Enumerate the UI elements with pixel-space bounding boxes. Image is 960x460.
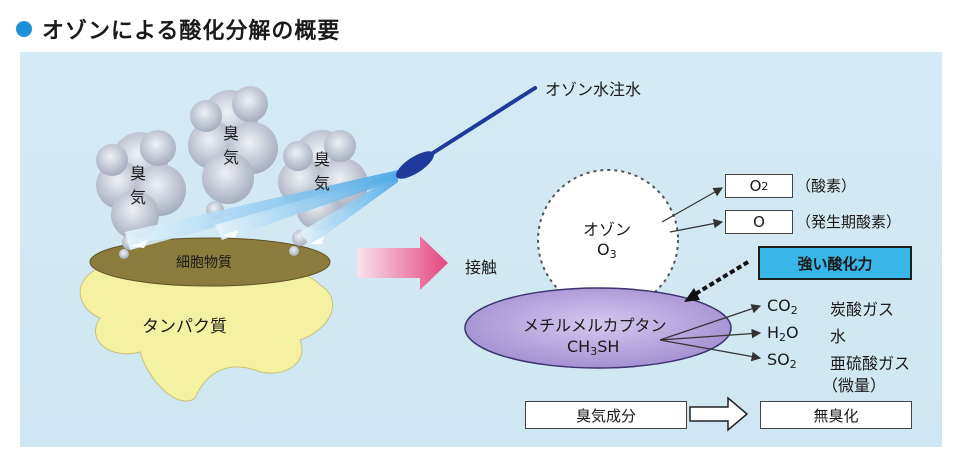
page-title: オゾンによる酸化分解の概要 xyxy=(42,19,341,44)
nascent-oxygen-box: O xyxy=(725,210,793,234)
so2-formula: SO2 xyxy=(767,350,797,371)
co2-name: 炭酸ガス xyxy=(830,300,895,319)
bullet-icon xyxy=(16,21,32,37)
ozone-formula: O3 xyxy=(597,240,617,261)
h2o-name: 水 xyxy=(830,327,847,346)
h2o-formula: H2O xyxy=(767,323,799,344)
nozzle-icon xyxy=(396,86,537,179)
result-arrow xyxy=(689,396,749,432)
title-row: オゾンによる酸化分解の概要 xyxy=(16,12,340,46)
odorless-box: 無臭化 xyxy=(760,401,912,429)
ozone-water-spray xyxy=(125,170,398,250)
oxidation-arrow xyxy=(690,260,750,298)
so2-note: （微量） xyxy=(822,376,887,395)
odor-label-2: 臭気 xyxy=(222,124,239,167)
odor-component-box: 臭気成分 xyxy=(525,401,687,429)
nascent-oxygen-desc: （発生期酸素） xyxy=(796,213,902,231)
ozone-circle xyxy=(537,169,679,311)
odor-label-1: 臭気 xyxy=(129,164,146,207)
so2-name: 亜硫酸ガス xyxy=(830,354,911,373)
methyl-mercaptan-formula: CH3SH xyxy=(567,337,620,358)
co2-formula: CO2 xyxy=(767,296,798,317)
oxygen-desc: （酸素） xyxy=(796,177,857,195)
methyl-mercaptan-ellipse xyxy=(464,287,732,369)
protein-label: タンパク質 xyxy=(142,317,227,337)
cell-substance-shape xyxy=(89,237,331,287)
ozone-name: オゾン xyxy=(583,220,632,239)
methyl-mercaptan-name: メチルメルカプタン xyxy=(523,316,667,335)
strong-oxidation-box: 強い酸化力 xyxy=(758,246,912,280)
ozone-injection-label: オゾン水注水 xyxy=(545,80,642,99)
contact-label: 接触 xyxy=(465,258,498,277)
contact-arrow xyxy=(357,236,448,290)
cell-substance-label: 細胞物質 xyxy=(176,255,232,271)
odor-label-3: 臭気 xyxy=(313,150,330,193)
